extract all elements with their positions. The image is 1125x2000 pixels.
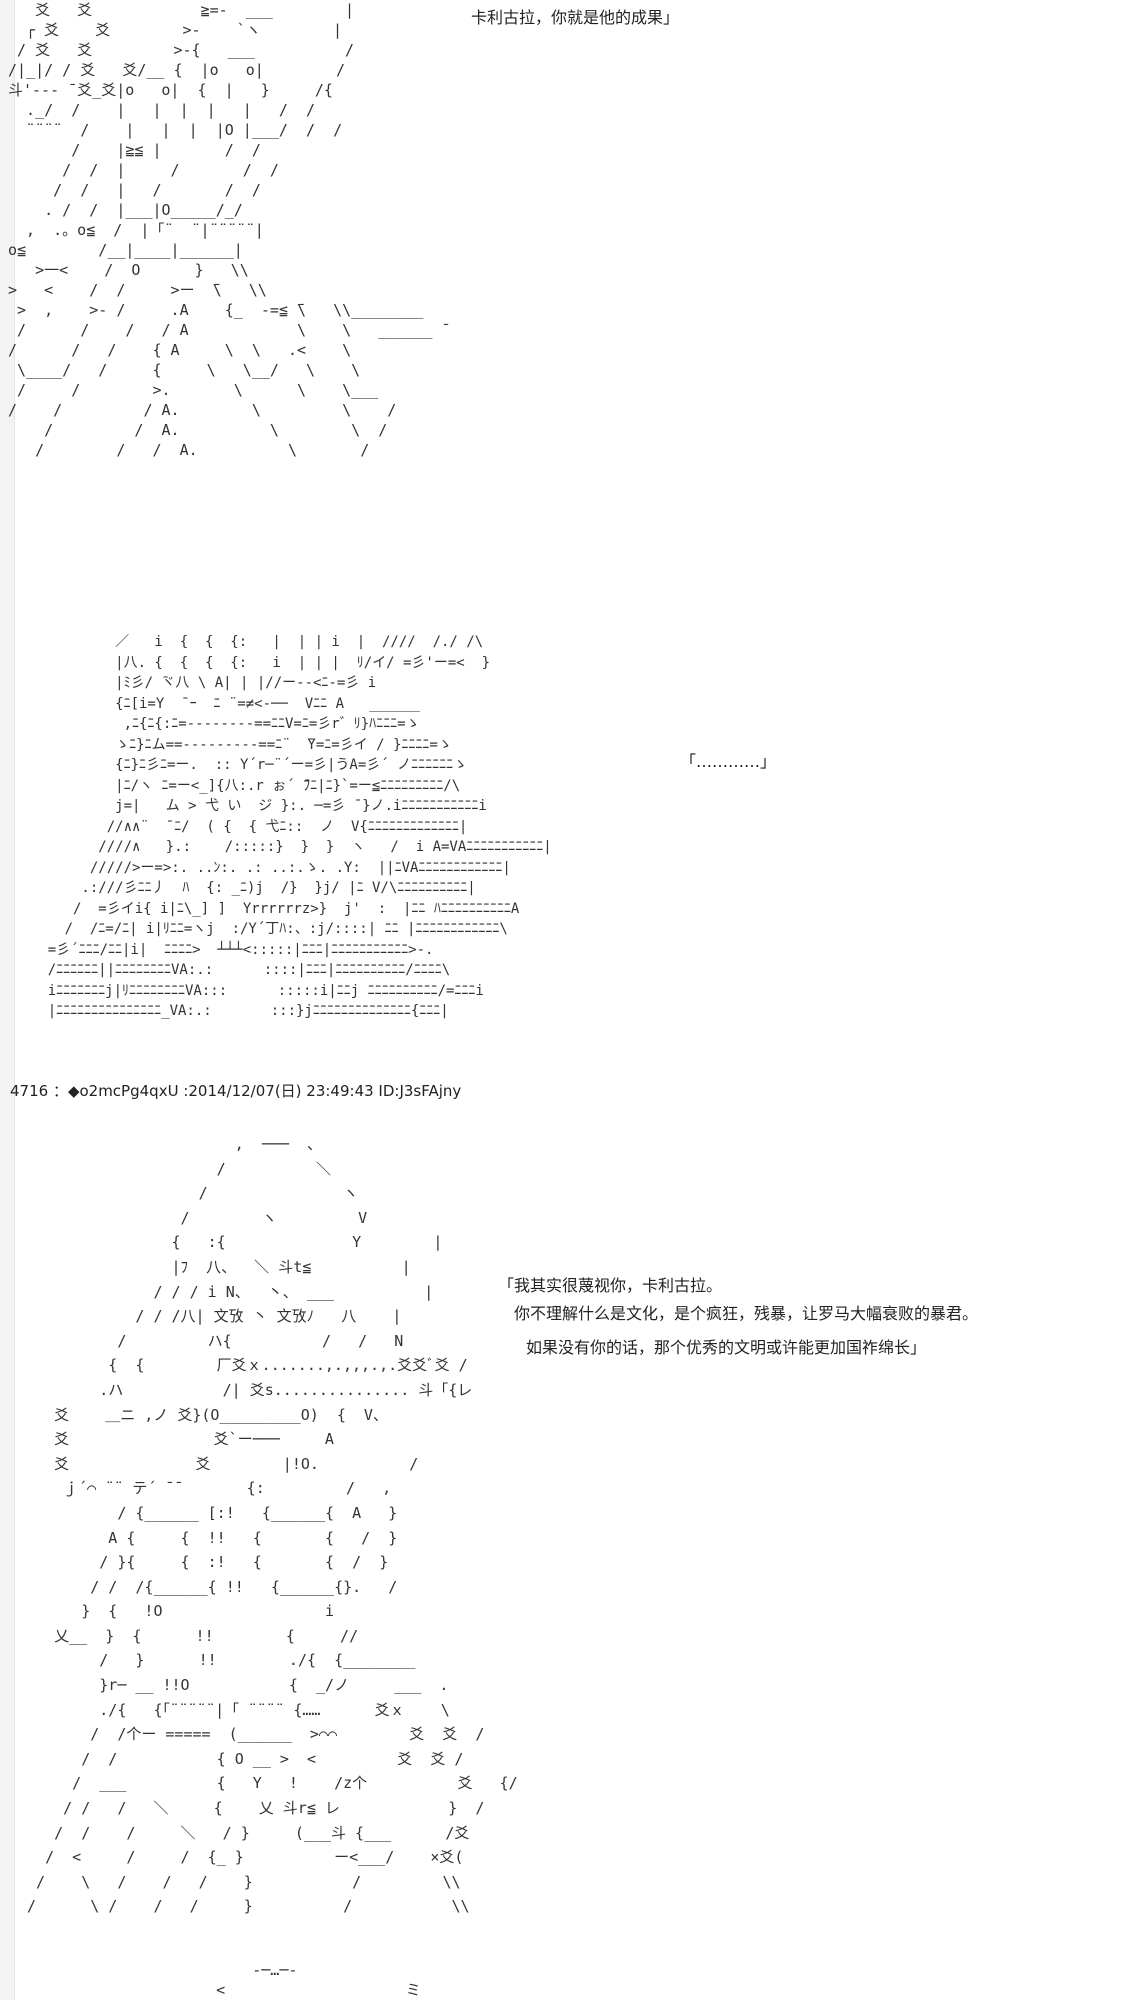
ascii-art-figure-tail: -─…─- < ミ (216, 1961, 421, 1999)
top-dialog-line1: 卡利古拉，你就是他的成果」 (471, 8, 680, 27)
top-dialog: 卡利古拉，你就是他的成果」 (471, 4, 679, 32)
bottom-dialog-line3: 如果没有你的话，那个优秀的文明或许能更加国祚绵长」 (526, 1338, 927, 1357)
ascii-art-figure-mid: ／ i { { {: | | | i | //// /./ /\ |八. { {… (47, 634, 552, 1019)
page-gutter (0, 0, 15, 2000)
bottom-dialog: 「我其实很蔑视你，卡利古拉。 你不理解什么是文化，是个疯狂，残暴，让罗马大幅衰败… (498, 1272, 978, 1362)
bottom-dialog-line2: 你不理解什么是文化，是个疯狂，残暴，让罗马大幅衰败的暴君。 (514, 1304, 979, 1323)
post-header: 4716 ：◆o2mcPg4qxU :2014/12/07(日) 23:49:4… (10, 1082, 462, 1100)
mid-dialog: 「…………」 (680, 748, 776, 776)
bottom-dialog-line1: 「我其实很蔑视你，卡利古拉。 (498, 1276, 723, 1295)
ascii-art-figure-top: 爻 爻 ≧=- ___ | ┌ 爻 爻 >- `ヽ | / 爻 爻 >-{ __… (8, 1, 442, 459)
mid-dialog-line1: 「…………」 (680, 752, 777, 771)
ascii-art-figure-bottom: , ─── 、 / ＼ / ヽ / ヽ V { :{ Y | |ﾌ 八、 ＼ 斗… (27, 1135, 518, 1916)
